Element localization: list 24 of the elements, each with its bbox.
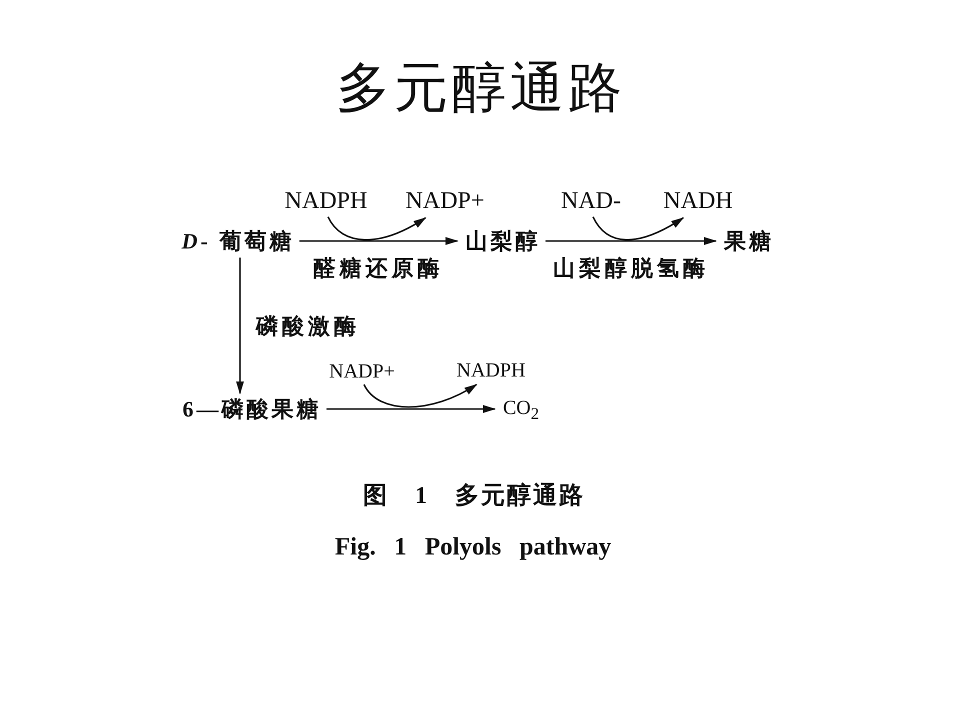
caption: Fig. 1 Polyols pathway (334, 534, 612, 562)
cofactor-label: NADP+ (406, 188, 484, 216)
edge-label: 山梨醇脱氢酶 (552, 255, 709, 281)
arrow (592, 216, 684, 241)
arrow (299, 237, 458, 245)
arrow (546, 237, 717, 245)
edge-label: 醛糖还原酶 (313, 255, 444, 281)
compound-label: 6—磷酸果糖 (182, 396, 322, 422)
compound-label: D- 葡萄糖 (182, 228, 294, 254)
compound-label: 果糖 (724, 228, 774, 254)
arrow (363, 384, 478, 408)
arrow (236, 258, 244, 394)
cofactor-label: NADH (663, 188, 733, 216)
compound-label: CO$_{2}$ (502, 396, 540, 424)
title: 多元醇通路 (336, 56, 626, 120)
cofactor-label: NADPH (284, 188, 368, 216)
cofactor-label: NAD- (561, 188, 621, 216)
arrow (327, 216, 426, 241)
cofactor-label: NADP+ (329, 360, 395, 384)
cofactor-label: NADPH (456, 360, 526, 382)
compound-label: 山梨醇 (466, 228, 540, 254)
caption: 图 1 多元醇通路 (363, 483, 585, 511)
edge-label: 磷酸激酶 (256, 312, 360, 338)
arrow (326, 405, 496, 413)
